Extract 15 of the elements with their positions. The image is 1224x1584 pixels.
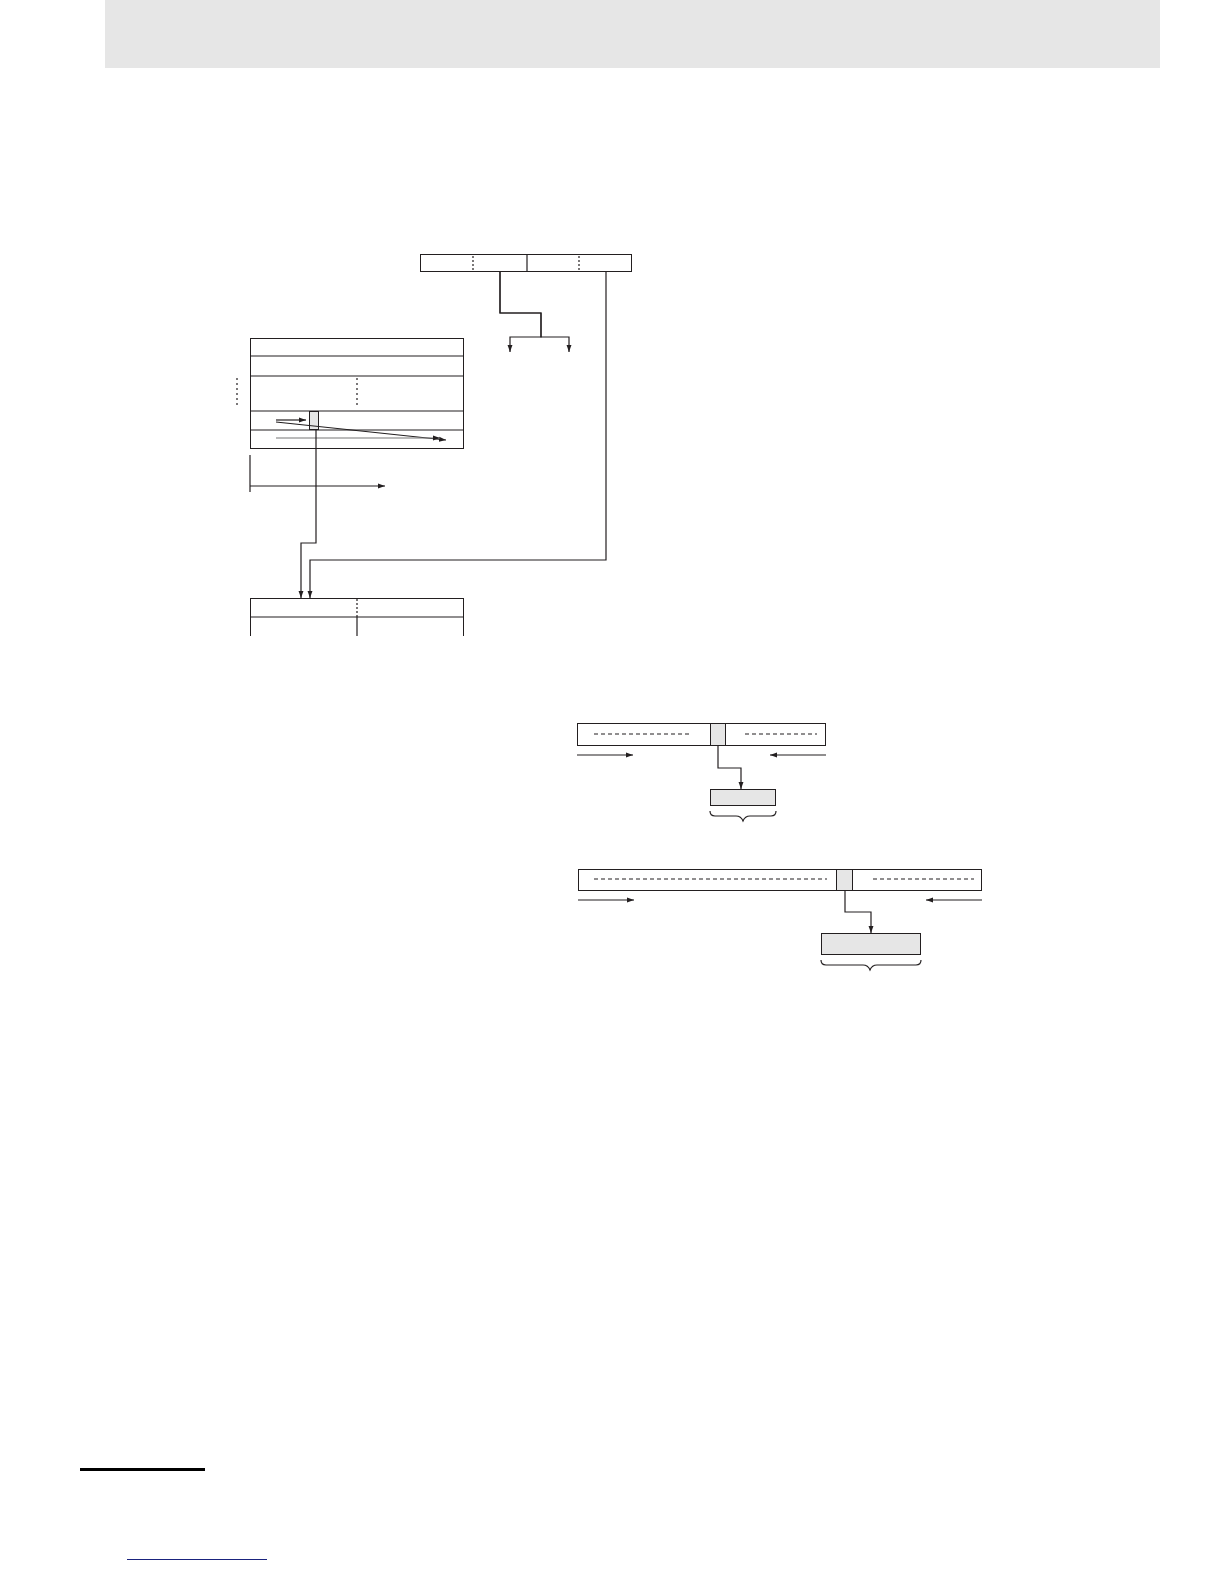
result-box xyxy=(710,789,776,806)
arrow xyxy=(499,271,572,353)
table-box xyxy=(250,338,464,449)
arrow xyxy=(844,890,874,934)
data-bar xyxy=(578,869,982,891)
shaded-cell xyxy=(835,868,853,891)
result-box xyxy=(821,933,921,955)
arrow xyxy=(298,429,317,599)
table-box xyxy=(250,598,464,636)
data-bar xyxy=(577,723,826,746)
shaded-cell xyxy=(709,722,726,746)
arrow xyxy=(717,745,744,790)
shaded-cell xyxy=(308,410,319,430)
address-bar xyxy=(420,254,632,272)
arrow xyxy=(307,271,607,599)
